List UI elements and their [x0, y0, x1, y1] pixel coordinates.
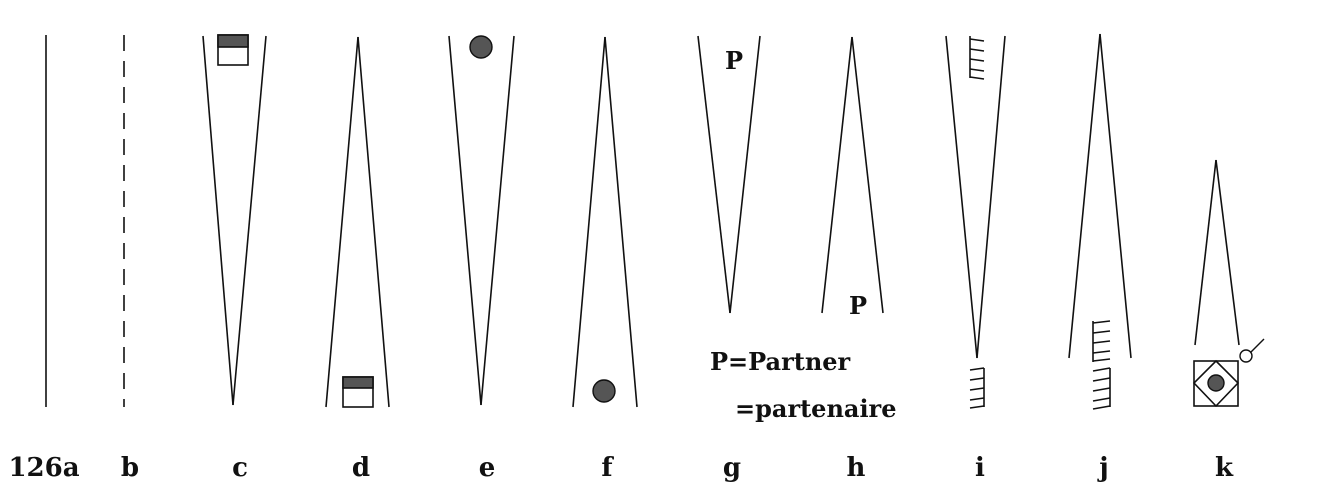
- legend: P=Partner =partenaire: [710, 347, 896, 423]
- hatch-mark-icon: [1092, 367, 1111, 410]
- symbol-d-inverted-v-with-box-bottom: [325, 36, 390, 408]
- symbol-j-inverted-v-with-hatch: [1068, 33, 1132, 410]
- symbol-k-inverted-v-with-boxed-diamond: [1192, 159, 1265, 408]
- symbol-c-v-with-box-top: [202, 34, 267, 406]
- half-filled-box-icon: [217, 34, 249, 66]
- symbol-f-inverted-v-with-dot-bottom: [572, 36, 638, 408]
- symbol-e-v-with-dot-top: [448, 35, 515, 406]
- symbol-g-v-with-partner-top: P: [697, 35, 761, 314]
- column-labels: 126a b c d e f g h i j k: [8, 453, 1234, 483]
- column-label: e: [479, 453, 496, 483]
- hatch-mark-icon: [969, 367, 985, 409]
- symbol-h-inverted-v-with-partner-bottom: P: [821, 36, 884, 320]
- hatch-mark-icon: [969, 36, 985, 80]
- column-label: c: [232, 453, 248, 483]
- pin-marker-icon: [1239, 338, 1265, 363]
- column-label: d: [352, 453, 370, 483]
- symbol-i-v-with-hatch: [945, 35, 1006, 409]
- column-label: k: [1215, 453, 1234, 483]
- filled-dot-icon: [469, 35, 493, 59]
- column-label: b: [121, 453, 139, 483]
- filled-dot-icon: [592, 379, 616, 403]
- partner-marker: P: [725, 46, 743, 75]
- half-filled-box-icon: [342, 376, 374, 408]
- column-label: g: [723, 453, 741, 483]
- boxed-diamond-icon: [1192, 359, 1240, 408]
- legend-line-2: =partenaire: [735, 394, 896, 423]
- hatch-mark-icon: [1092, 320, 1111, 362]
- legend-line-1: P=Partner: [710, 347, 851, 376]
- partner-marker: P: [849, 291, 867, 320]
- column-label: 126a: [8, 453, 79, 483]
- column-label: f: [601, 453, 614, 483]
- column-label: j: [1097, 453, 1108, 483]
- column-label: i: [975, 453, 985, 483]
- column-label: h: [847, 453, 866, 483]
